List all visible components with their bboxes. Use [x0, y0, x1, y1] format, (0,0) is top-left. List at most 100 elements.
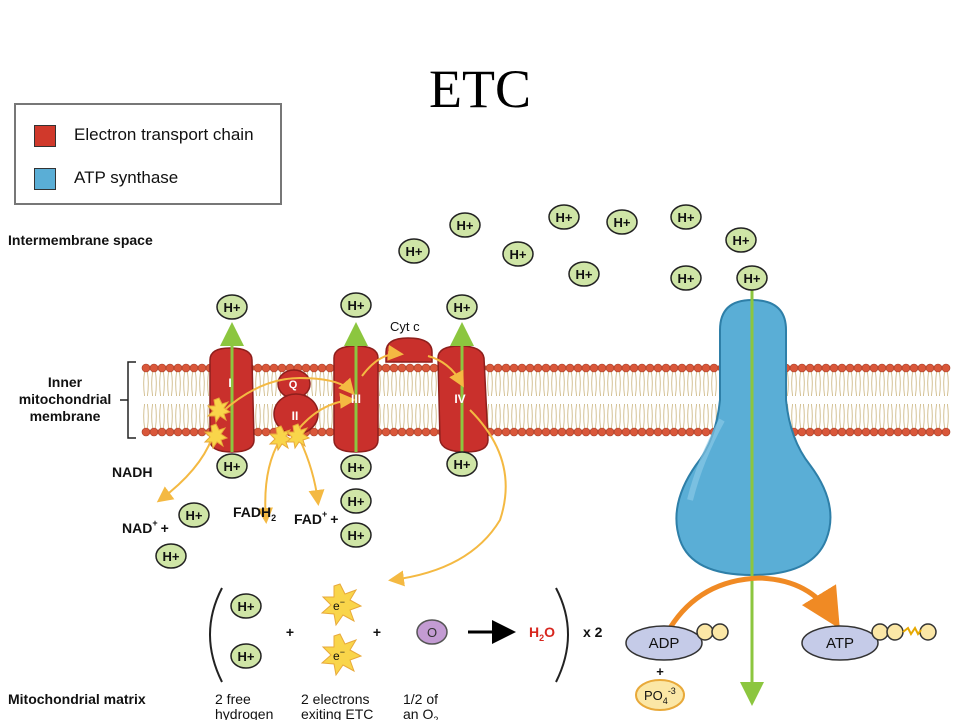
hydrogen-ion: H+: [446, 451, 478, 477]
cyt-c-label: Cyt c: [390, 319, 420, 334]
fadh-text: FADH: [233, 504, 271, 520]
hydrogen-ion-label: H+: [224, 459, 241, 474]
electron-label-1: e−: [333, 597, 345, 613]
hydrogen-ion: H+: [670, 265, 702, 291]
cytochrome-c: [385, 337, 433, 363]
phosphate-label: PO4-3: [644, 686, 676, 706]
nad-plus-sign: +: [161, 520, 169, 536]
complex-III-label: III: [351, 392, 361, 406]
hydrogen-ion: H+: [155, 543, 187, 569]
electron-starbursts: [203, 397, 311, 452]
hydrogen-ion: H+: [340, 488, 372, 514]
hydrogen-ion-label: H+: [348, 298, 365, 313]
adp-plus-sign: +: [656, 664, 664, 679]
hydrogen-ion-label: H+: [238, 599, 255, 614]
hydrogen-ion-label: H+: [556, 210, 573, 225]
left-paren: [209, 587, 223, 683]
caption-oxygen-2: an O2: [403, 706, 438, 720]
hydrogen-ion-label: H+: [678, 210, 695, 225]
nad-plus-label: NAD++: [122, 518, 169, 536]
hydrogen-ion: H+: [670, 204, 702, 230]
atp-molecule: [801, 625, 879, 661]
inner-membrane-line1: Inner: [47, 374, 83, 390]
hydrogen-ion-label: H+: [454, 300, 471, 315]
caption-hydrogen-1: 2 free: [215, 691, 251, 707]
hydrogen-ion-label: H+: [576, 267, 593, 282]
legend-label-atp-synthase: ATP synthase: [74, 168, 179, 187]
caption-electrons-2: exiting ETC: [301, 706, 373, 720]
oxygen-label: O: [427, 625, 437, 640]
hydrogen-ion: H+: [606, 209, 638, 235]
hydrogen-ion: H+: [178, 502, 210, 528]
atp-synthase-swatch: [34, 168, 56, 190]
hydrogen-ion: H+: [502, 241, 534, 267]
atp-label: ATP: [826, 635, 854, 652]
membrane-bracket: [127, 361, 136, 439]
hydrogen-ion: H+: [736, 265, 768, 291]
adp-label: ADP: [649, 635, 680, 652]
legend-label-etc: Electron transport chain: [74, 125, 254, 144]
hydrogen-ion-label: H+: [454, 457, 471, 472]
caption-electrons-1: 2 electrons: [301, 691, 369, 707]
intermembrane-space-label: Intermembrane space: [8, 232, 153, 248]
hydrogen-ion-label: H+: [348, 460, 365, 475]
phosphate-molecule: [635, 679, 685, 711]
etc-swatch: [34, 125, 56, 147]
hydrogen-ion-label: H+: [510, 247, 527, 262]
caption-oxygen-1: 1/2 of: [403, 691, 438, 707]
hydrogen-ion: H+: [548, 204, 580, 230]
hydrogen-ion-label: H+: [744, 271, 761, 286]
fad-plus-sign: +: [330, 511, 338, 527]
hydrogen-ion-label: H+: [457, 218, 474, 233]
fadh2-label: FADH2: [233, 504, 276, 523]
right-paren: [555, 587, 569, 683]
complex-I-label: I: [228, 376, 231, 390]
fad-text: FAD: [294, 511, 322, 527]
inner-membrane-label: Inner mitochondrial membrane: [10, 374, 120, 425]
hydrogen-ion: H+: [340, 522, 372, 548]
hydrogen-ion: H+: [568, 261, 600, 287]
legend: Electron transport chain ATP synthase: [14, 103, 282, 205]
plus-sign-1: +: [286, 624, 294, 640]
complex-IV-label: IV: [454, 392, 465, 406]
page-title: ETC: [429, 59, 531, 119]
hydrogen-ion-label: H+: [406, 244, 423, 259]
mitochondrial-matrix-label: Mitochondrial matrix: [8, 691, 146, 707]
electron-label-2: e−: [333, 647, 345, 663]
adp-molecule: [625, 625, 703, 661]
nadh-label: NADH: [112, 464, 152, 480]
hydrogen-ion: H+: [216, 294, 248, 320]
hydrogen-ion-label: H+: [186, 508, 203, 523]
hydrogen-ion: H+: [216, 453, 248, 479]
complex-II-label: II: [292, 409, 299, 423]
hydrogen-ion-label: H+: [348, 494, 365, 509]
caption-hydrogen-2: hydrogen: [215, 706, 273, 720]
times-two-label: x 2: [583, 624, 603, 640]
atp-production-arrow: [667, 575, 840, 630]
hydrogen-ion: H+: [340, 292, 372, 318]
hydrogen-ion: H+: [230, 643, 262, 669]
complex-Q-label: Q: [289, 379, 298, 391]
hydrogen-ion: H+: [449, 212, 481, 238]
complex-II: [273, 369, 319, 435]
hydrogen-ion-label: H+: [678, 271, 695, 286]
hydrogen-ion-label: H+: [348, 528, 365, 543]
water-label: H2O: [529, 624, 555, 643]
hydrogen-ion: H+: [340, 454, 372, 480]
hydrogen-ion-label: H+: [163, 549, 180, 564]
inner-membrane-line2: mitochondrial: [18, 391, 112, 407]
membrane-bilayer: [141, 363, 951, 437]
hydrogen-ion: H+: [398, 238, 430, 264]
hydrogen-ion-label: H+: [614, 215, 631, 230]
plus-sign-2: +: [373, 624, 381, 640]
hydrogen-ions: H+ H+ H+ H+ H+ H+ H+ H+ H+ H+ H+ H+ H+ H+ H+ H+ H+ H+ H+ H+…: [155, 204, 768, 669]
electron-stars-equation: [320, 583, 363, 677]
hydrogen-ion-label: H+: [733, 233, 750, 248]
hydrogen-ion: H+: [725, 227, 757, 253]
fad-plus-label: FAD++: [294, 509, 338, 527]
inner-membrane-line3: membrane: [29, 408, 101, 424]
hydrogen-ion: H+: [230, 593, 262, 619]
nad-text: NAD: [122, 520, 152, 536]
hydrogen-ion-label: H+: [224, 300, 241, 315]
hydrogen-ion: H+: [446, 294, 478, 320]
